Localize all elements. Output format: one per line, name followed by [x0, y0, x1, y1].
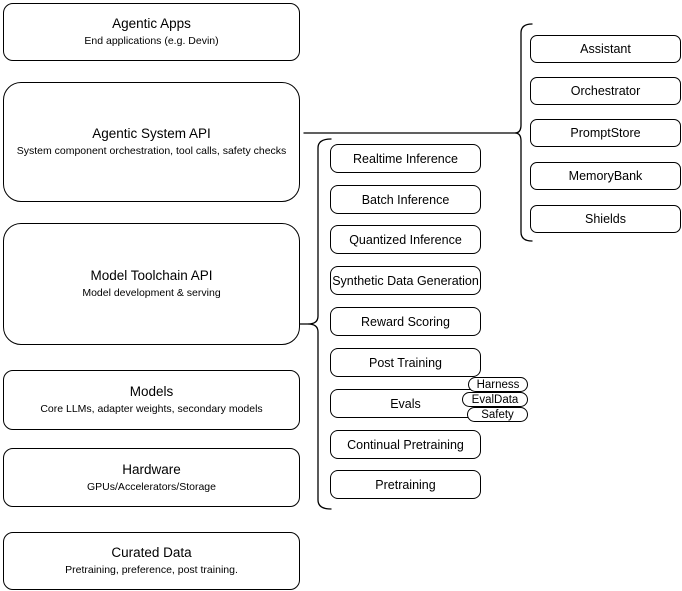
node-synthetic-data-generation: Synthetic Data Generation: [330, 266, 481, 295]
node-reward-scoring: Reward Scoring: [330, 307, 481, 336]
node-title: Models: [129, 384, 174, 399]
node-batch-inference: Batch Inference: [330, 185, 481, 214]
node-agentic-apps: Agentic Apps End applications (e.g. Devi…: [3, 3, 300, 61]
node-agentic-system-api: Agentic System API System component orch…: [3, 82, 300, 202]
node-label: MemoryBank: [568, 169, 643, 183]
node-label: Realtime Inference: [353, 151, 458, 166]
node-assistant: Assistant: [530, 35, 681, 63]
node-pretraining: Pretraining: [330, 470, 481, 499]
node-title: Agentic Apps: [112, 16, 191, 31]
node-model-toolchain-api: Model Toolchain API Model development & …: [3, 223, 300, 345]
tag-harness: Harness: [468, 377, 528, 392]
tag-evaldata: EvalData: [462, 392, 528, 407]
node-label: Post Training: [369, 355, 442, 370]
toolchain-components-brace: [307, 138, 332, 510]
tag-label: Harness: [476, 378, 520, 391]
node-label: Orchestrator: [570, 84, 641, 98]
tag-label: EvalData: [471, 393, 519, 406]
node-memorybank: MemoryBank: [530, 162, 681, 190]
node-title: Model Toolchain API: [90, 268, 213, 283]
node-subtitle: Pretraining, preference, post training.: [65, 564, 238, 576]
node-title: Agentic System API: [92, 126, 211, 141]
node-subtitle: End applications (e.g. Devin): [84, 35, 219, 47]
node-title: Curated Data: [111, 545, 192, 560]
node-quantized-inference: Quantized Inference: [330, 225, 481, 254]
node-subtitle: Model development & serving: [82, 287, 221, 299]
node-post-training: Post Training: [330, 348, 481, 377]
tag-safety: Safety: [467, 407, 528, 422]
node-label: Continual Pretraining: [347, 437, 464, 452]
node-label: Quantized Inference: [349, 232, 462, 247]
node-hardware: Hardware GPUs/Accelerators/Storage: [3, 448, 300, 507]
node-label: Pretraining: [375, 477, 436, 492]
node-shields: Shields: [530, 205, 681, 233]
node-continual-pretraining: Continual Pretraining: [330, 430, 481, 459]
node-subtitle: GPUs/Accelerators/Storage: [87, 480, 216, 493]
node-subtitle: Core LLMs, adapter weights, secondary mo…: [40, 403, 263, 415]
node-curated-data: Curated Data Pretraining, preference, po…: [3, 532, 300, 590]
node-label: Synthetic Data Generation: [332, 273, 479, 288]
node-evals: Evals: [330, 389, 481, 418]
node-orchestrator: Orchestrator: [530, 77, 681, 105]
node-promptstore: PromptStore: [530, 119, 681, 147]
node-label: Batch Inference: [361, 192, 450, 207]
node-label: Reward Scoring: [361, 314, 450, 329]
tag-label: Safety: [481, 408, 514, 421]
node-label: Assistant: [580, 42, 631, 56]
node-realtime-inference: Realtime Inference: [330, 144, 481, 173]
node-title: Hardware: [122, 461, 181, 477]
node-subtitle: System component orchestration, tool cal…: [16, 145, 287, 157]
node-models: Models Core LLMs, adapter weights, secon…: [3, 370, 300, 430]
node-label: Shields: [585, 212, 626, 226]
node-label: Evals: [390, 396, 421, 411]
node-label: PromptStore: [570, 126, 641, 140]
